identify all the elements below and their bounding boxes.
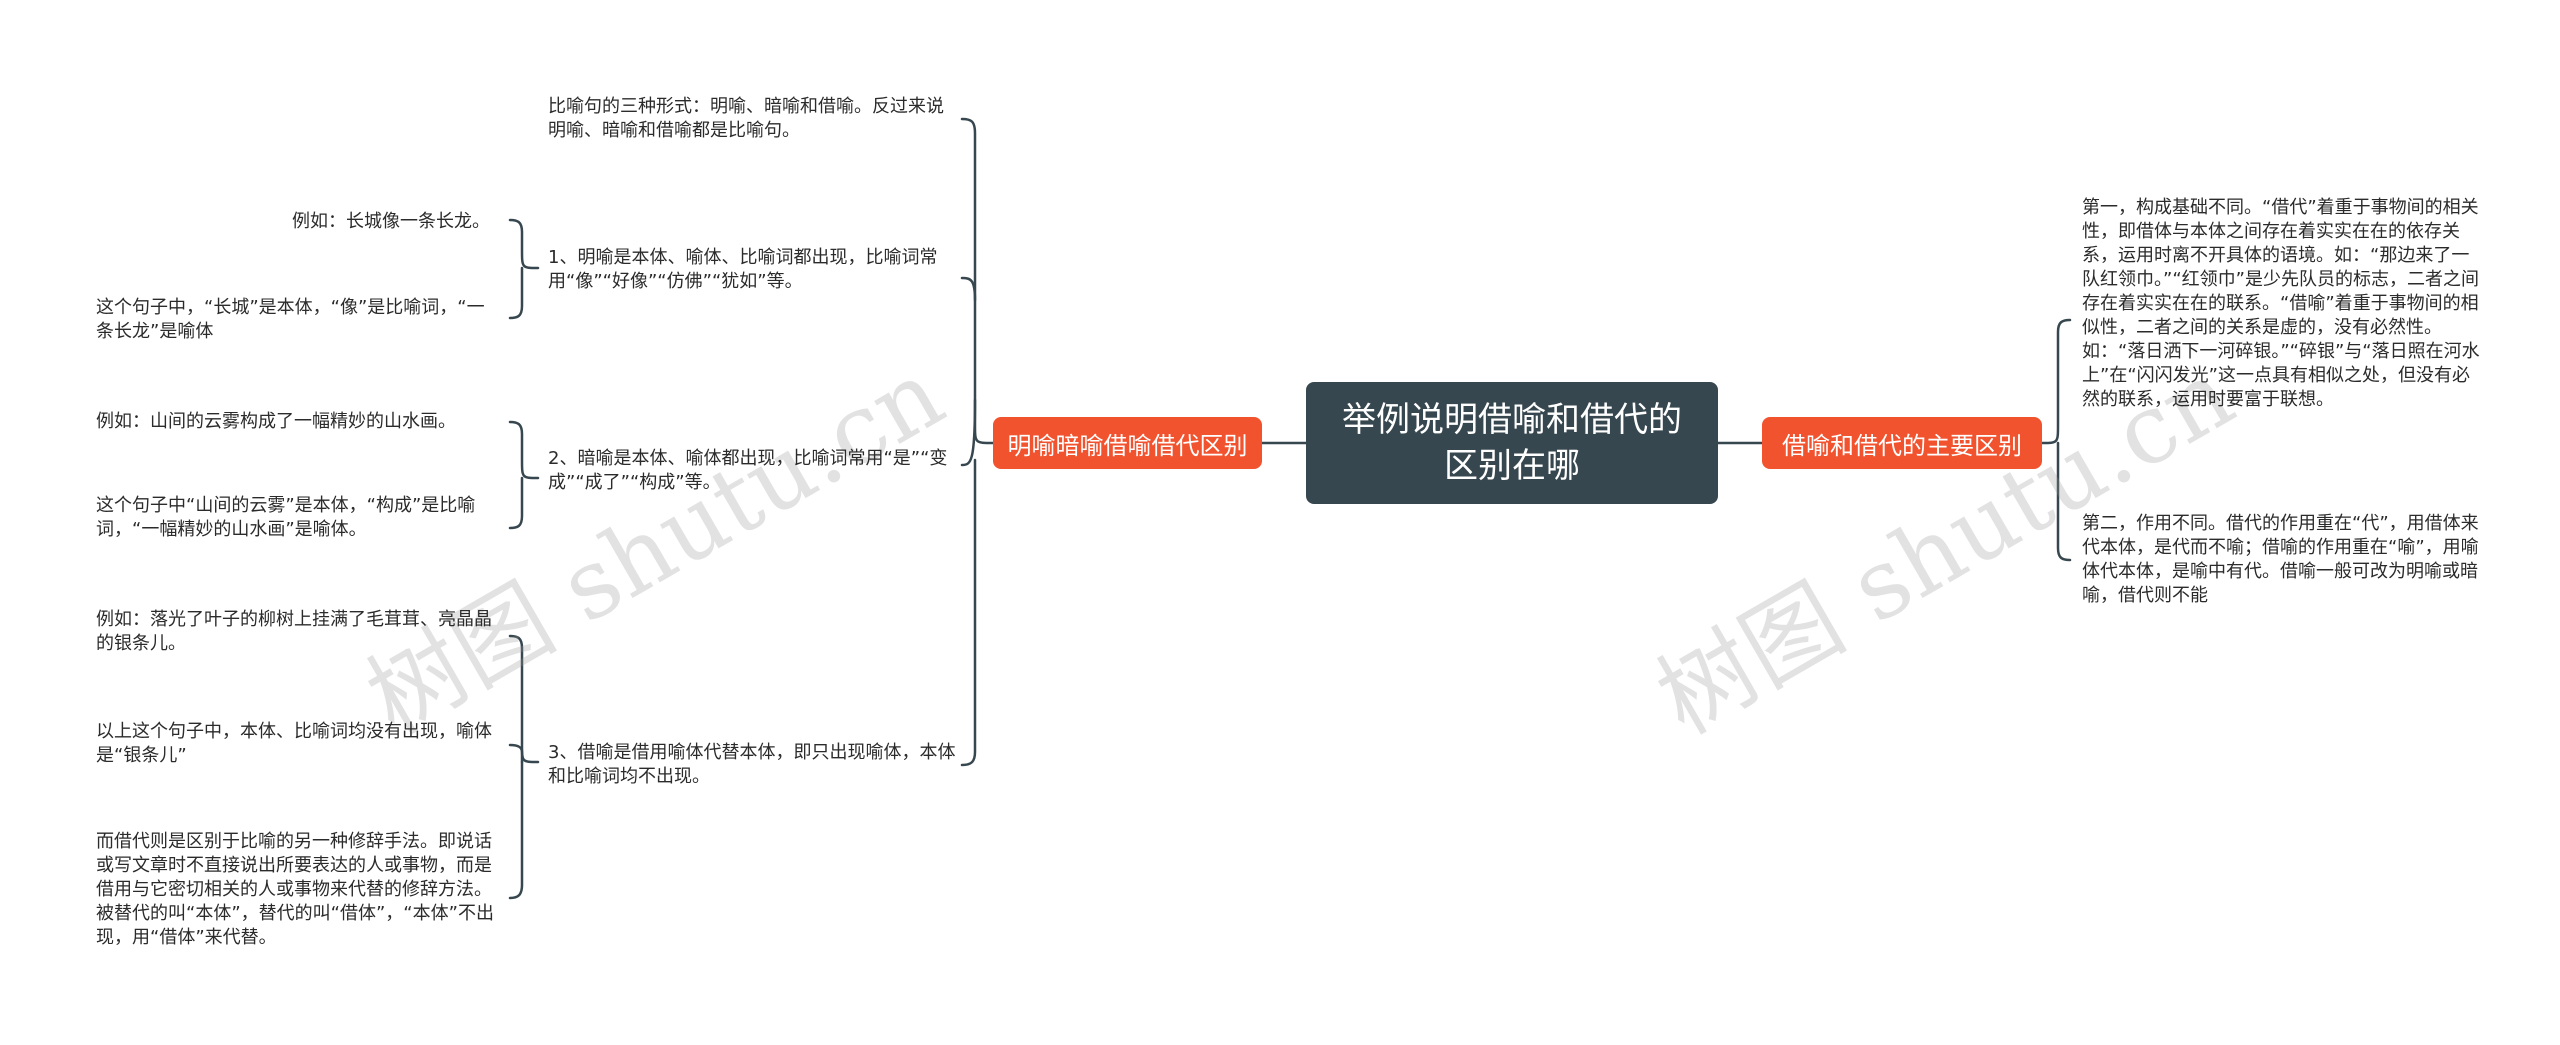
branch-left-label: 明喻暗喻借喻借代区别: [1007, 431, 1248, 460]
root-node[interactable]: 举例说明借喻和借代的区别在哪: [1306, 382, 1718, 504]
connector-item3-child-3: [508, 760, 524, 900]
connector-left-item-2: [960, 276, 977, 302]
connector-right-item-1: [2040, 318, 2072, 445]
item1-child-1[interactable]: 例如：长城像一条长龙。: [292, 211, 490, 232]
right-item-2[interactable]: 第二，作用不同。借代的作用重在“代”，用借体来代本体，是代而不喻；借喻的作用重在…: [2082, 513, 2479, 606]
connector-item2-child-2: [508, 476, 524, 530]
connector-item3-child-2: [508, 743, 524, 764]
connector-item2-child-1: [508, 420, 540, 480]
connector-item3-child-1: [508, 634, 540, 764]
connector-right-item-2: [2056, 441, 2072, 562]
root-title: 举例说明借喻和借代的区别在哪: [1342, 400, 1682, 486]
item2-child-2[interactable]: 这个句子中“山间的云雾”是本体，“构成”是比喻词，“一幅精妙的山水画”是喻体。: [96, 495, 476, 540]
item3-child-1[interactable]: 例如：落光了叶子的柳树上挂满了毛茸茸、亮晶晶的银条儿。: [96, 609, 492, 654]
branch-right-label: 借喻和借代的主要区别: [1782, 431, 2022, 460]
item1-child-2[interactable]: 这个句子中，“长城”是本体，“像”是比喻词，“一条长龙”是喻体: [96, 297, 485, 342]
connector-left-item-4: [960, 458, 977, 767]
connector-left-item-3: [960, 398, 977, 467]
connector-item1-child-1: [508, 218, 540, 270]
item2-child-1[interactable]: 例如：山间的云雾构成了一幅精妙的山水画。: [96, 411, 456, 432]
item3-child-2[interactable]: 以上这个句子中，本体、比喻词均没有出现，喻体是“银条儿”: [96, 721, 492, 766]
connector-left-item-1: [960, 117, 995, 445]
left-item-1[interactable]: 比喻句的三种形式：明喻、暗喻和借喻。反过来说明喻、暗喻和借喻都是比喻句。: [548, 96, 944, 141]
branch-node-right[interactable]: 借喻和借代的主要区别: [1762, 417, 2042, 469]
left-item-4[interactable]: 3、借喻是借用喻体代替本体，即只出现喻体，本体和比喻词均不出现。: [548, 742, 956, 787]
connector-item1-child-2: [508, 266, 524, 320]
left-item-3[interactable]: 2、暗喻是本体、喻体都出现，比喻词常用“是”“变成”“成了”“构成”等。: [548, 448, 948, 493]
branch-node-left[interactable]: 明喻暗喻借喻借代区别: [993, 417, 1262, 469]
left-item-2[interactable]: 1、明喻是本体、喻体、比喻词都出现，比喻词常用“像”“好像”“仿佛”“犹如”等。: [548, 247, 938, 292]
right-item-1[interactable]: 第一，构成基础不同。“借代”着重于事物间的相关性，即借体与本体之间存在着实实在在…: [2082, 197, 2480, 410]
item3-child-3[interactable]: 而借代则是区别于比喻的另一种修辞手法。即说话或写文章时不直接说出所要表达的人或事…: [96, 831, 494, 948]
